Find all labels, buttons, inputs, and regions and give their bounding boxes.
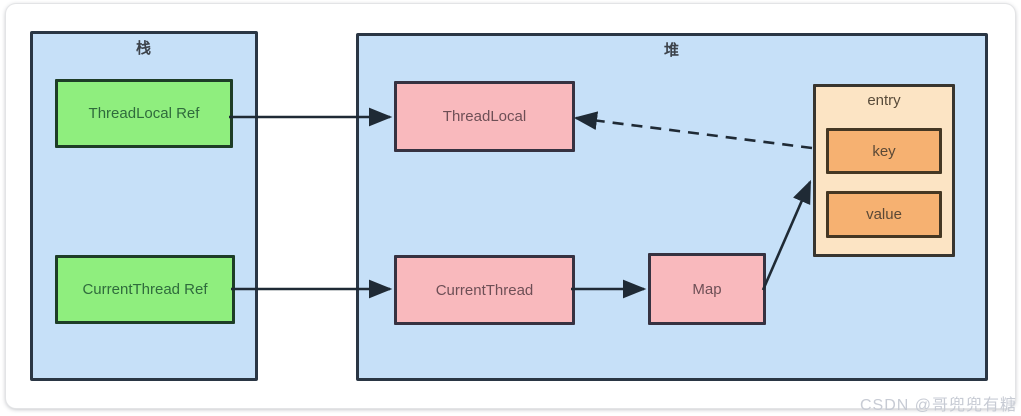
node-map: Map	[648, 253, 766, 325]
entry-key-node: key	[826, 128, 942, 174]
heap-region-label: 堆	[663, 42, 680, 59]
node-currentthread: CurrentThread	[394, 255, 575, 325]
watermark: CSDN @哥兜兜有糖	[859, 397, 1017, 414]
entry-label: entry	[867, 92, 901, 109]
entry-value-node: value	[826, 191, 942, 238]
stack-region-label: 栈	[135, 40, 152, 57]
node-currentthread-ref: CurrentThread Ref	[55, 255, 235, 324]
node-threadlocal: ThreadLocal	[394, 81, 575, 152]
node-threadlocal-ref: ThreadLocal Ref	[55, 79, 233, 148]
entry-box: entry key value	[813, 84, 955, 257]
